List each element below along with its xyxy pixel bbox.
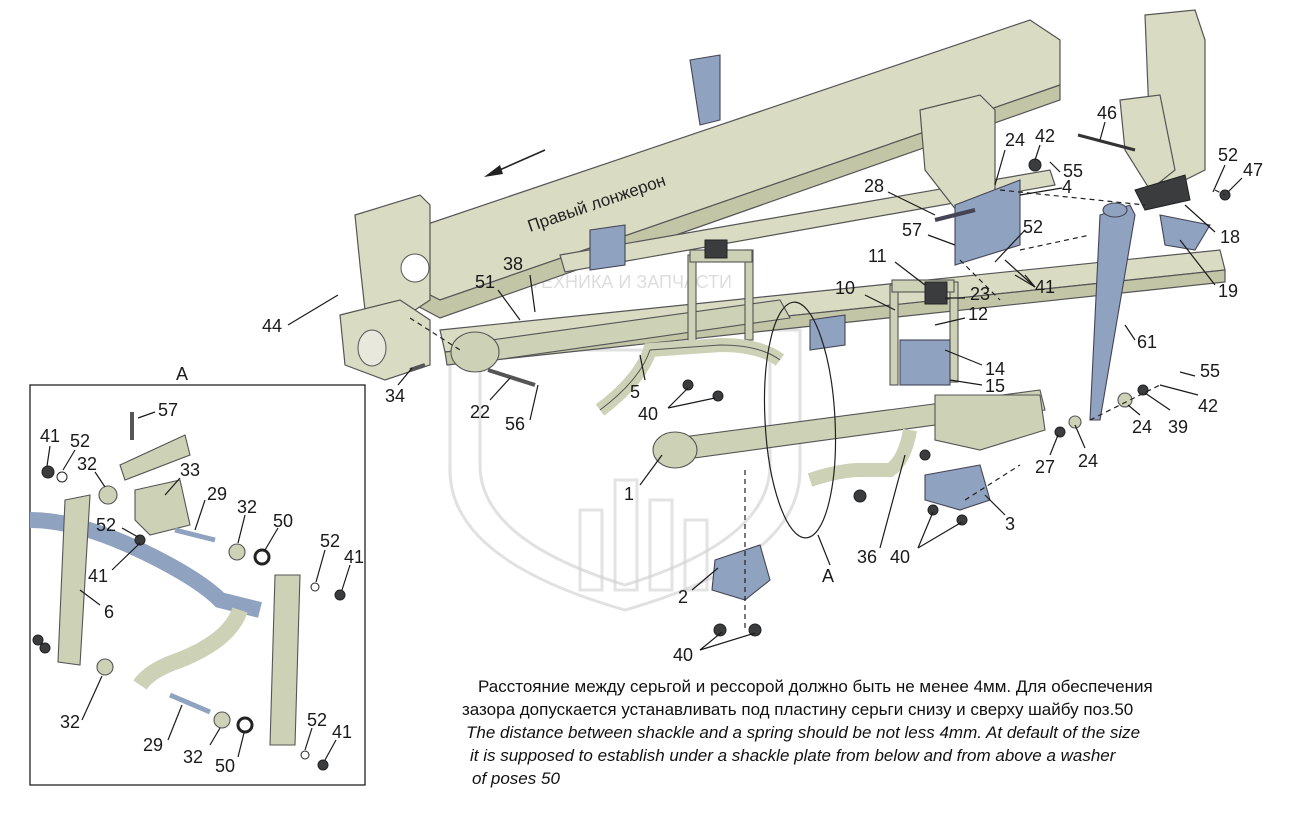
stabilizer-bar-front — [595, 337, 785, 416]
callout-3: 3 — [1005, 514, 1015, 534]
callout-28: 28 — [864, 176, 884, 196]
callout-1: 1 — [624, 484, 634, 504]
inset-callout-33: 33 — [180, 460, 200, 480]
callout-46: 46 — [1097, 103, 1117, 123]
assembly-note: Расстояние между серьгой и рессорой долж… — [462, 677, 1153, 788]
callouts-main: 44 34 22 56 51 38 5 40 1 2 40 10 11 28 5… — [262, 103, 1263, 665]
watermark-text: ТЕХНИКА И ЗАПЧАСТИ — [530, 272, 732, 292]
view-a-label: A — [822, 566, 834, 586]
front-bracket — [339, 194, 431, 381]
callout-14: 14 — [985, 359, 1005, 379]
callout-41: 41 — [1035, 277, 1055, 297]
callout-55-lower: 55 — [1200, 361, 1220, 381]
callout-52-right: 52 — [1218, 145, 1238, 165]
u-bolt-rear — [889, 279, 959, 386]
watermark-shield: ТЕХНИКА И ЗАПЧАСТИ — [448, 272, 802, 612]
bolts — [409, 133, 1136, 387]
inset-callout-32-a: 32 — [77, 454, 97, 474]
callout-57: 57 — [902, 220, 922, 240]
inset-callout-50-b: 50 — [215, 756, 235, 776]
inset-callout-6: 6 — [104, 602, 114, 622]
inset-callout-52-b: 52 — [96, 515, 116, 535]
nuts — [682, 158, 1231, 637]
callout-11: 11 — [868, 246, 887, 266]
callout-22: 22 — [470, 402, 490, 422]
inset-callout-41-a: 41 — [40, 426, 60, 446]
inset-callout-32-c: 32 — [60, 712, 80, 732]
note-ru-line2: зазора допускается устанавливать под пла… — [462, 700, 1133, 719]
callout-24-upper: 24 — [1005, 130, 1025, 150]
callout-10: 10 — [835, 278, 855, 298]
callout-51: 51 — [475, 272, 495, 292]
note-en-line3: of poses 50 — [472, 769, 560, 788]
callout-52-center: 52 — [1023, 217, 1043, 237]
stabilizer-bar-rear — [807, 428, 917, 487]
callout-18: 18 — [1220, 227, 1240, 247]
inset-callout-41-d: 41 — [332, 722, 352, 742]
inset-title: A — [176, 364, 188, 384]
callout-56: 56 — [505, 414, 525, 434]
callout-42-upper: 42 — [1035, 126, 1055, 146]
inset-callout-52-a: 52 — [70, 431, 90, 451]
u-bolt-front — [687, 239, 754, 346]
callout-42-lower: 42 — [1198, 396, 1218, 416]
callout-61: 61 — [1137, 332, 1157, 352]
callout-40-rear: 40 — [890, 547, 910, 567]
callout-47: 47 — [1243, 160, 1263, 180]
frame-rail-middle — [559, 169, 1056, 273]
inset-callout-57: 57 — [158, 400, 178, 420]
inset-callout-32-d: 32 — [183, 747, 203, 767]
note-en-line2: it is supposed to establish under a shac… — [470, 746, 1117, 765]
callout-2: 2 — [678, 587, 688, 607]
inset-callout-52-d: 52 — [307, 710, 327, 730]
callout-24-lower: 24 — [1078, 451, 1098, 471]
inset-callout-29-b: 29 — [143, 735, 163, 755]
lower-bracket-2 — [711, 544, 771, 601]
inset-callout-32-b: 32 — [237, 497, 257, 517]
inset-callout-41-b: 41 — [344, 547, 364, 567]
inset-callout-52-c: 52 — [320, 531, 340, 551]
leaf-spring-rear — [652, 389, 1046, 469]
callout-23: 23 — [970, 284, 990, 304]
callout-44: 44 — [262, 316, 282, 336]
callout-5: 5 — [630, 382, 640, 402]
callout-4: 4 — [1062, 177, 1072, 197]
lower-bracket-3 — [924, 464, 991, 511]
leaf-spring-front — [450, 299, 791, 373]
inset-callout-29-a: 29 — [207, 484, 227, 504]
callout-55-upper: 55 — [1063, 161, 1083, 181]
callout-40-front: 40 — [638, 404, 658, 424]
shock-absorber — [1089, 202, 1136, 421]
assembly-lines — [409, 189, 1226, 630]
rear-mount-bracket — [1134, 174, 1191, 211]
callout-12: 12 — [968, 304, 988, 324]
inset-view-a: A 57 41 52 — [29, 364, 366, 786]
callout-38: 38 — [503, 254, 523, 274]
note-en-line1: The distance between shackle and a sprin… — [466, 723, 1140, 742]
callout-24-right: 24 — [1132, 417, 1152, 437]
inset-callout-50-a: 50 — [273, 511, 293, 531]
callout-40-bottom: 40 — [673, 645, 693, 665]
callout-19: 19 — [1218, 281, 1238, 301]
shackle-plate — [589, 54, 1211, 351]
rear-bracket-2 — [1119, 9, 1206, 191]
view-a-marker: A — [763, 301, 837, 586]
callout-15: 15 — [985, 376, 1005, 396]
note-ru-line1: Расстояние между серьгой и рессорой долж… — [478, 677, 1153, 696]
callout-36: 36 — [857, 547, 877, 567]
callout-39: 39 — [1168, 417, 1188, 437]
direction-arrow — [484, 149, 546, 177]
inset-callout-41-c: 41 — [88, 566, 108, 586]
callout-34: 34 — [385, 386, 405, 406]
callout-27: 27 — [1035, 457, 1055, 477]
